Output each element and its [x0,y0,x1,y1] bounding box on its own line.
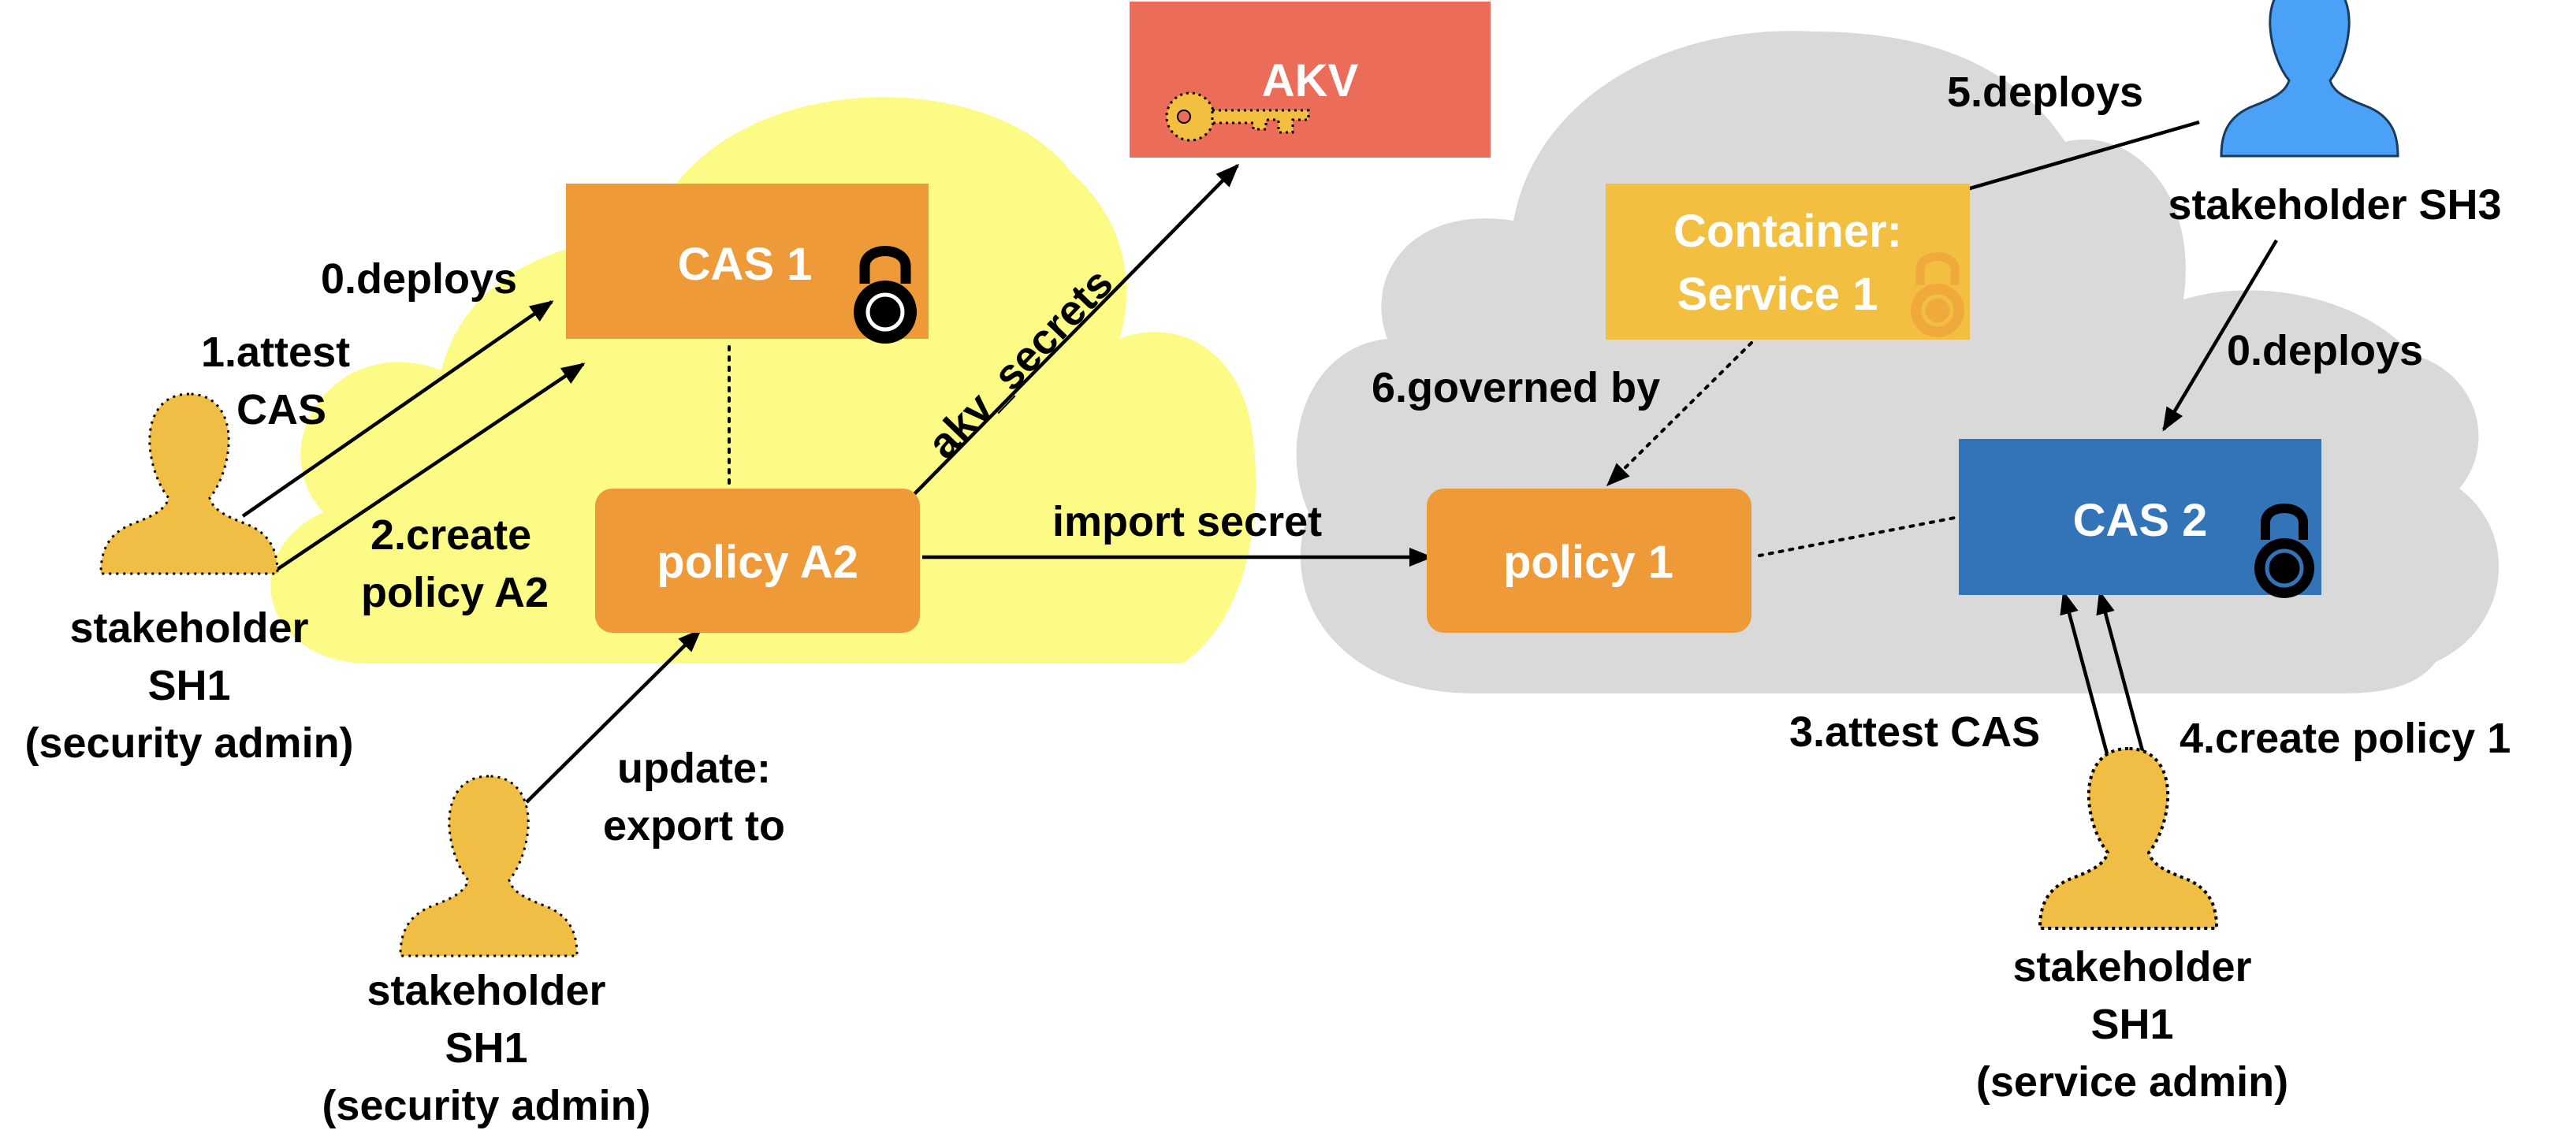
create-policy-label-line2: policy A2 [361,569,549,616]
stakeholder-sh1-bottom: stakeholder SH1 (security admin) [322,967,650,1129]
cas1-label: CAS 1 [678,239,813,290]
akv-node[interactable]: AKV [1130,2,1491,158]
left-cloud [270,97,1256,664]
create-policy-label-line1: 2.create [370,511,531,559]
create-policy4-label: 4.create policy 1 [2180,715,2511,762]
stakeholder-sh1-left-line1: stakeholder [69,604,308,652]
deploys-cas1-arrow[interactable] [241,300,554,518]
key-icon [1165,91,1310,142]
stakeholder-sh1-left-line3: (security admin) [24,719,353,767]
create-policy1-arrow[interactable] [2096,590,2153,781]
container-box[interactable] [1606,184,1970,340]
stakeholder-sh1-right-line3: (service admin) [1976,1058,2288,1106]
attest-cas2-arrow[interactable] [2060,590,2116,781]
update-label-line2: export to [603,802,785,849]
container-label-line1: Container: [1673,206,1902,257]
attest-cas-label-line2: CAS [236,386,326,433]
cas1-node[interactable]: CAS 1 [566,184,929,344]
stakeholder-sh1-right-line1: stakeholder [2012,943,2251,991]
create-policy-a2-arrow[interactable] [273,362,586,573]
policy-a2-node[interactable]: policy A2 [595,489,920,633]
stakeholder-sh1-right-line2: SH1 [2090,1001,2173,1048]
left-cloud-shape [270,97,1256,664]
governed-by-label: 6.governed by [1372,364,1660,411]
deploys0-right-label: 0.deploys [2227,327,2423,374]
padlock-icon [1911,252,1964,337]
governed-by-arrow [1606,341,1753,487]
person-icon [2038,747,2218,930]
stakeholder-sh1-left: stakeholder SH1 (security admin) [24,604,353,767]
attest-cas-label-line1: 1.attest [201,329,350,376]
policy-a2-label: policy A2 [657,537,858,588]
akv-secrets-arrow[interactable] [909,163,1240,500]
deploys0-left-label: 0.deploys [321,255,517,303]
stakeholder-sh1-bottom-line3: (security admin) [322,1082,650,1129]
person-icon [399,775,579,957]
akv-label: AKV [1262,55,1359,106]
stakeholder-sh3-label: stakeholder SH3 [2168,181,2501,229]
stakeholder-sh1-bottom-line2: SH1 [445,1024,527,1072]
cas2-node[interactable]: CAS 2 [1959,439,2321,598]
policy1-cas2-dotted-link [1758,516,1956,557]
padlock-icon [2254,504,2314,598]
import-secret-label: import secret [1052,498,1322,545]
policy-a2-box[interactable] [595,489,920,633]
policy1-node[interactable]: policy 1 [1427,489,1751,633]
cas2-label: CAS 2 [2073,495,2208,546]
container-label-line2: Service 1 [1677,269,1878,320]
stakeholder-sh1-bottom-line1: stakeholder [367,967,605,1014]
update-export-arrow[interactable] [525,628,702,804]
update-label-line1: update: [617,745,771,792]
deploys-cas2-arrow[interactable] [2162,239,2278,432]
attest-cas3-label: 3.attest CAS [1789,708,2040,756]
stakeholder-sh1-left-line2: SH1 [147,662,230,709]
deploys5-label: 5.deploys [1947,69,2143,116]
stakeholder-sh1-right: stakeholder SH1 (service admin) [1976,943,2288,1106]
policy1-label: policy 1 [1503,537,1673,588]
policy1-box[interactable] [1427,489,1751,633]
container-service1-node[interactable]: Container: Service 1 [1606,184,1970,340]
person-icon [2220,0,2399,158]
